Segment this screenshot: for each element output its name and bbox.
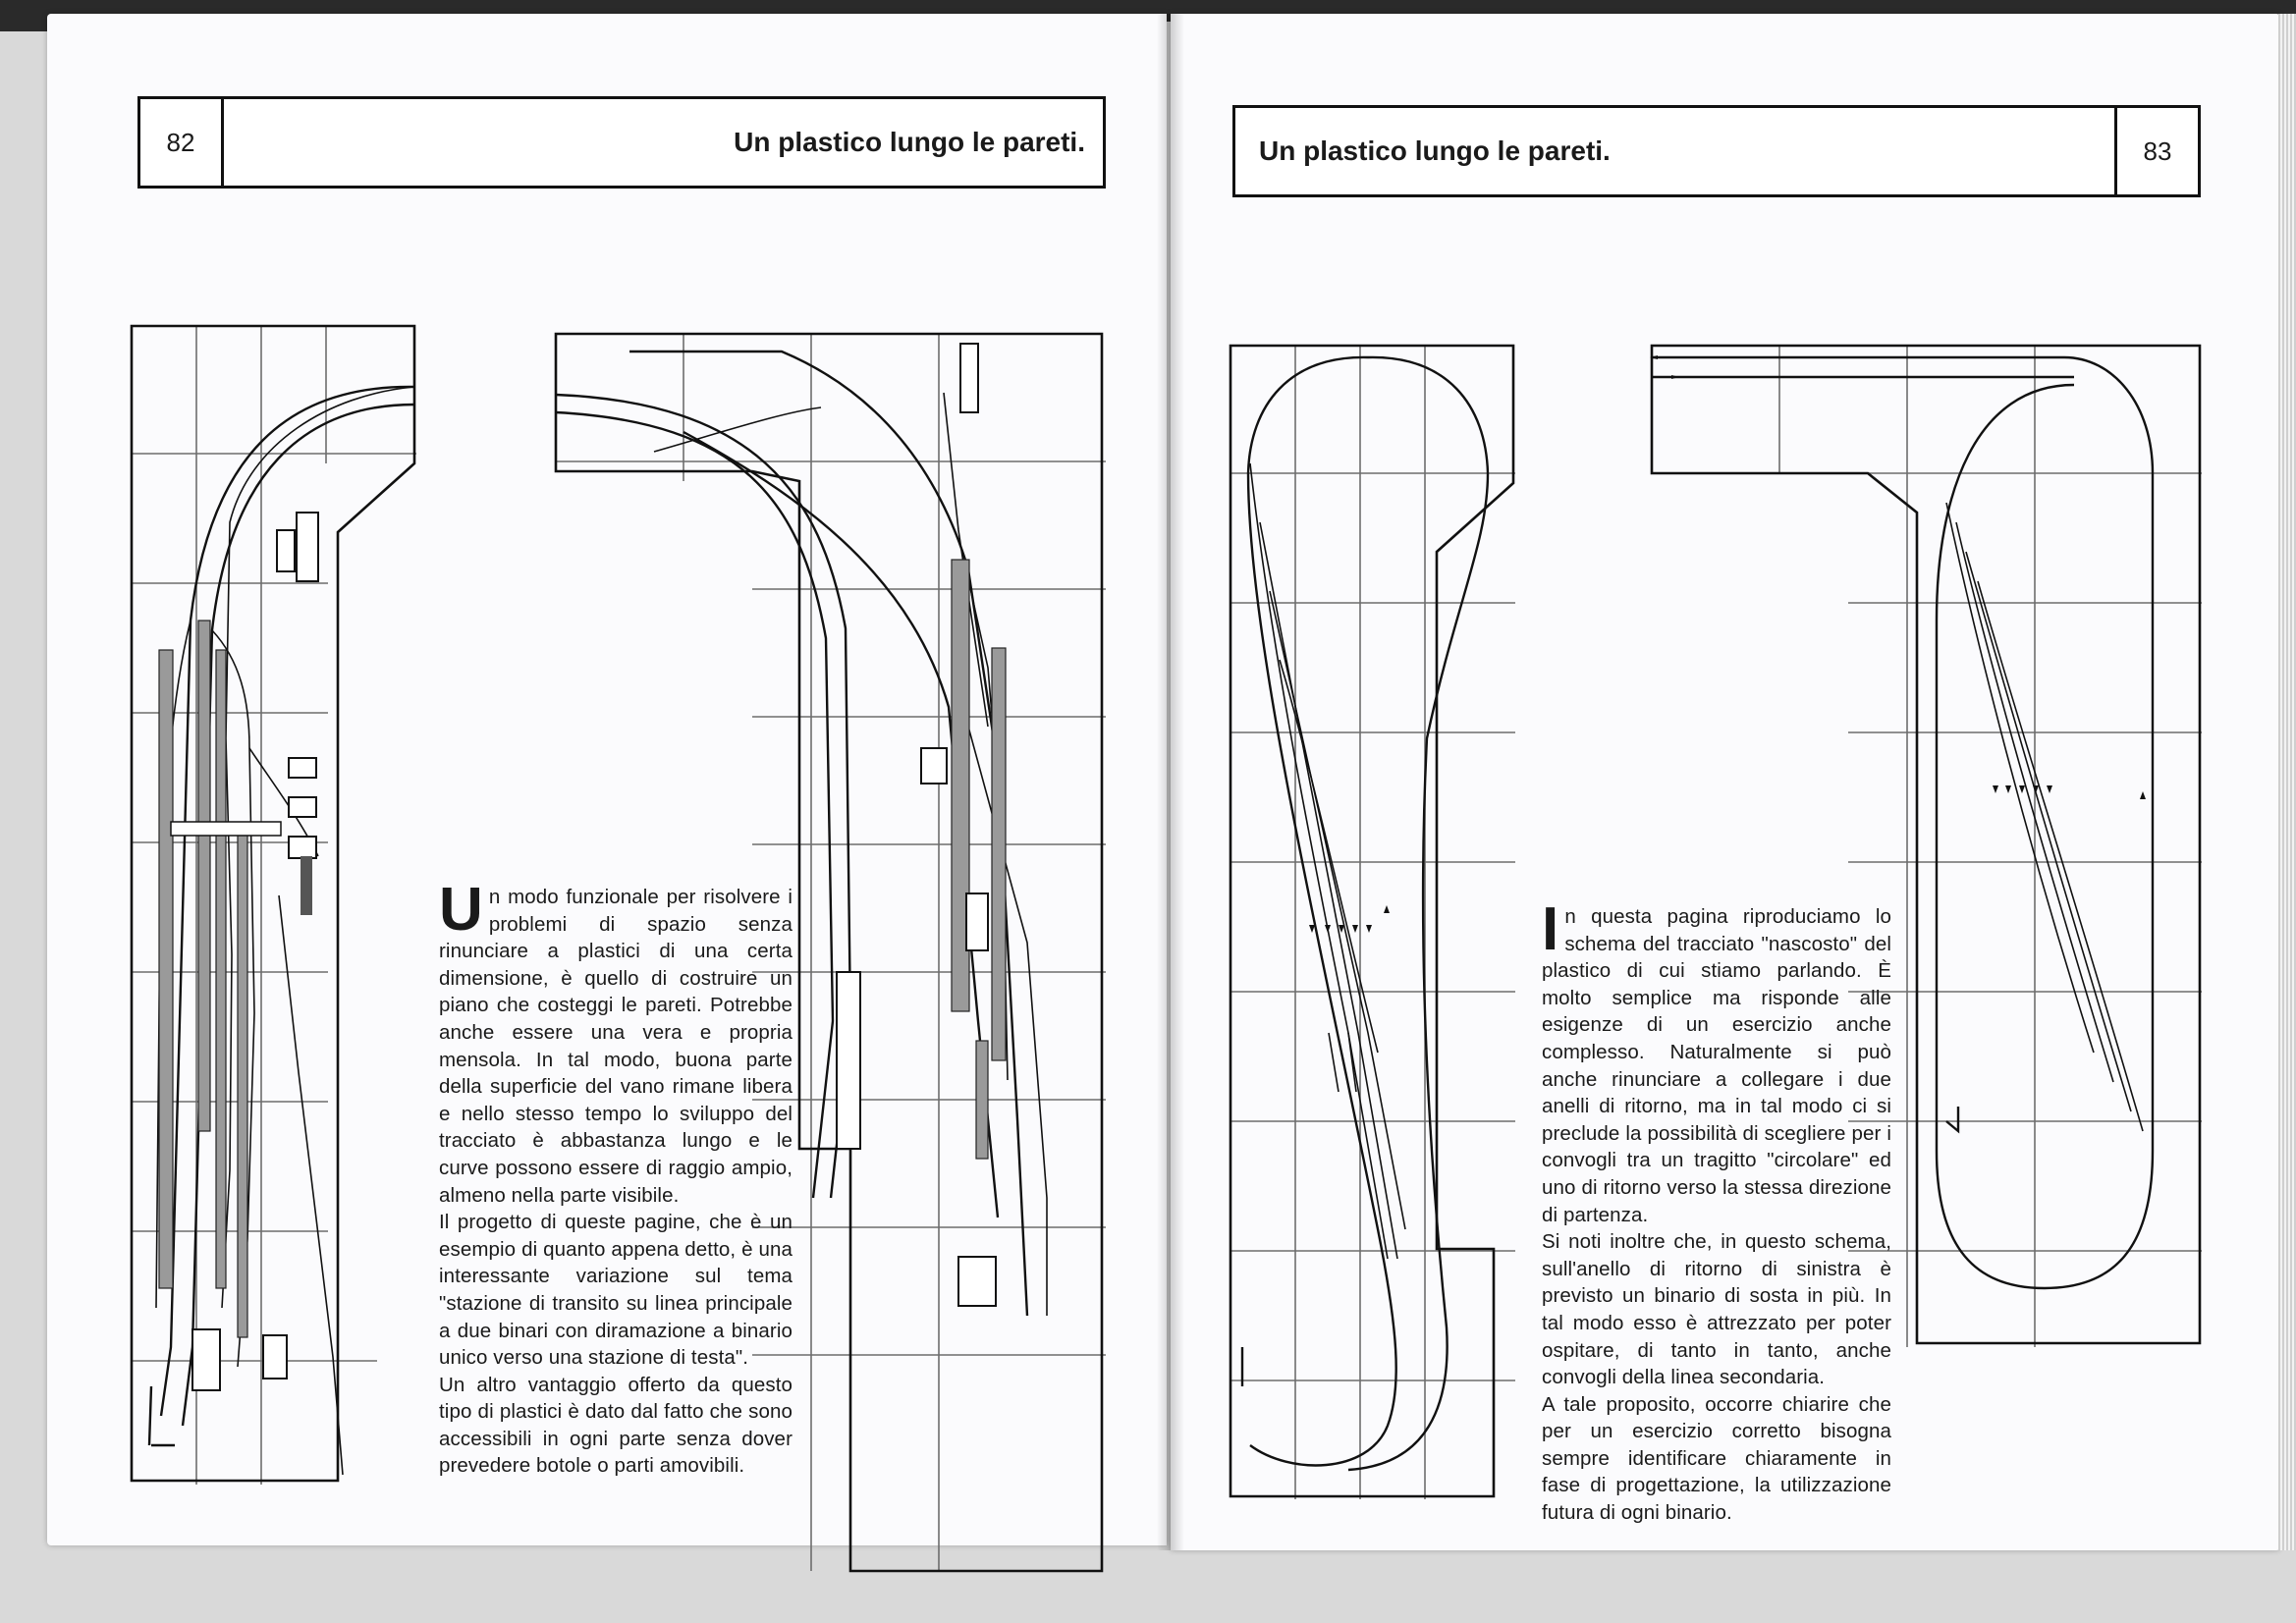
page-header: Un plastico lungo le pareti. 83 <box>1232 105 2201 197</box>
paragraph: Il progetto di queste pagine, che è un e… <box>439 1211 793 1370</box>
page-header: 82 Un plastico lungo le pareti. <box>137 96 1106 189</box>
paragraph-text: n modo funzionale per risolvere i proble… <box>439 886 793 1207</box>
paragraph: Si noti inoltre che, in questo schema, s… <box>1542 1230 1891 1389</box>
right-page <box>1171 14 2280 1550</box>
paragraph: Un altro vantaggio offerto da questo tip… <box>439 1373 793 1478</box>
page-number: 83 <box>2114 108 2198 194</box>
page-title: Un plastico lungo le pareti. <box>1259 135 1611 166</box>
drop-cap: I <box>1542 895 1559 963</box>
drop-cap: U <box>439 876 483 944</box>
paragraph: A tale proposito, occorre chiarire che p… <box>1542 1392 1891 1525</box>
paragraph-text: n questa pagina riproduciamo lo schema d… <box>1542 905 1891 1226</box>
book-gutter <box>1157 14 1184 1550</box>
hidden-track-plan-right-loop <box>1650 344 2202 1347</box>
page-edges <box>2278 14 2296 1550</box>
track-plan-left-curve <box>554 332 1106 1573</box>
scan-border <box>0 22 69 31</box>
page-title: Un plastico lungo le pareti. <box>734 127 1085 157</box>
hidden-track-plan-left-loop <box>1229 344 1515 1499</box>
page-number: 82 <box>140 99 224 186</box>
track-plan-left-station <box>130 324 416 1485</box>
